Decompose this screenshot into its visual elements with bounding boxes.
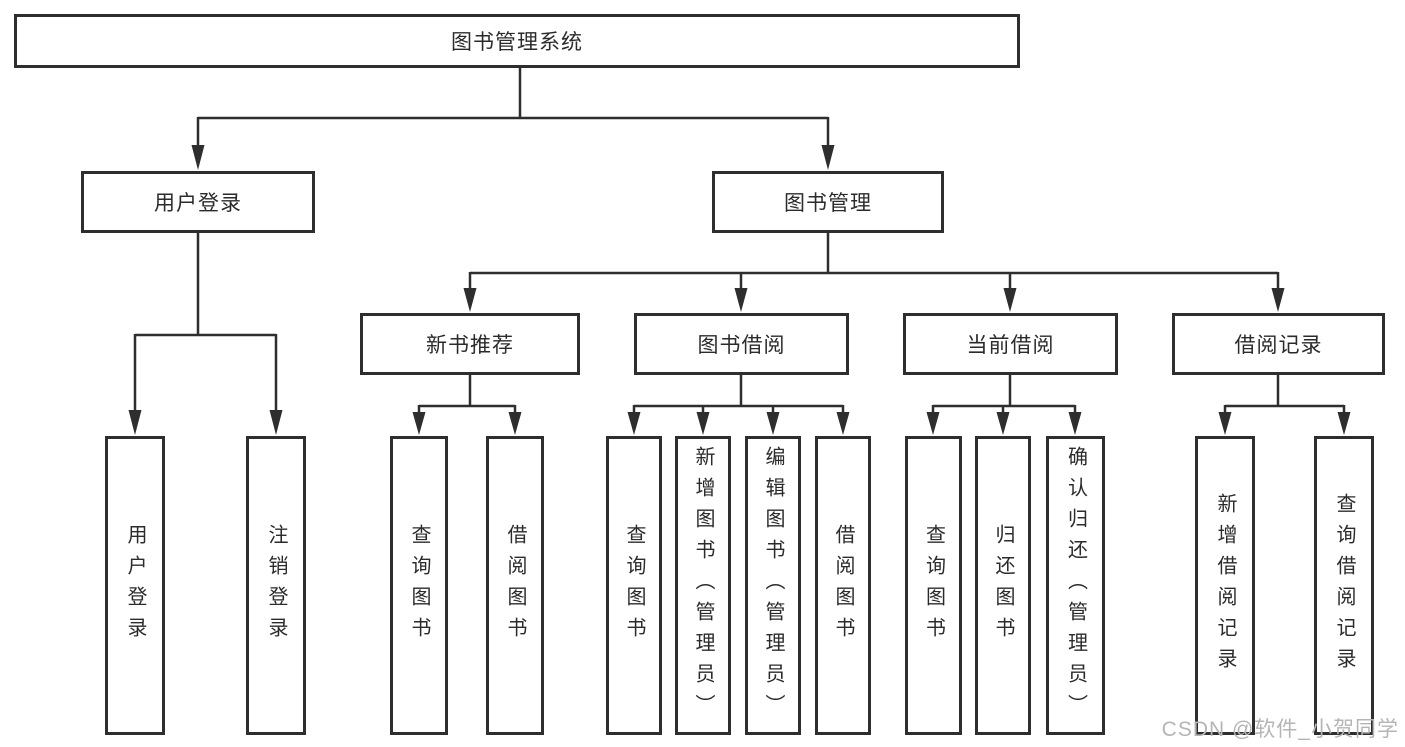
leaf-label: 确认归还（管理员） — [1064, 446, 1087, 725]
leaf-borrow-books-recommend: 借阅图书 — [486, 436, 544, 735]
leaf-query-borrow-record: 查询借阅记录 — [1314, 436, 1374, 735]
node-book-borrowing: 图书借阅 — [634, 313, 849, 375]
node-new-book-recommend: 新书推荐 — [360, 313, 580, 375]
leaf-add-borrow-record: 新增借阅记录 — [1195, 436, 1255, 735]
leaf-label: 查询图书 — [408, 523, 430, 648]
leaf-borrow-books: 借阅图书 — [815, 436, 871, 735]
leaf-label: 查询图书 — [922, 523, 945, 648]
leaf-label: 查询图书 — [623, 523, 645, 648]
leaf-return-books: 归还图书 — [975, 436, 1031, 735]
leaf-label: 新增借阅记录 — [1214, 492, 1236, 679]
leaf-label: 借阅图书 — [504, 523, 526, 648]
leaf-confirm-return-admin: 确认归还（管理员） — [1046, 436, 1105, 735]
leaf-label: 归还图书 — [992, 523, 1014, 648]
node-borrow-records: 借阅记录 — [1172, 313, 1385, 375]
leaf-user-login: 用户登录 — [105, 436, 165, 735]
leaf-label: 用户登录 — [124, 523, 146, 648]
leaf-label: 借阅图书 — [832, 523, 854, 648]
node-book-management: 图书管理 — [712, 171, 944, 233]
node-current-borrowing: 当前借阅 — [903, 313, 1118, 375]
leaf-label: 注销登录 — [265, 523, 287, 648]
leaf-logout: 注销登录 — [246, 436, 306, 735]
node-user-login: 用户登录 — [81, 171, 315, 233]
node-root-system: 图书管理系统 — [14, 14, 1020, 68]
leaf-query-books-borrowing: 查询图书 — [606, 436, 662, 735]
leaf-query-books-current: 查询图书 — [905, 436, 962, 735]
leaf-label: 编辑图书（管理员） — [762, 446, 784, 725]
leaf-query-books-recommend: 查询图书 — [390, 436, 448, 735]
csdn-watermark: CSDN @软件_小贺同学 — [1161, 718, 1399, 741]
leaf-edit-books-admin: 编辑图书（管理员） — [745, 436, 801, 735]
leaf-label: 新增图书（管理员） — [692, 446, 714, 725]
leaf-add-books-admin: 新增图书（管理员） — [675, 436, 731, 735]
leaf-label: 查询借阅记录 — [1333, 492, 1355, 679]
